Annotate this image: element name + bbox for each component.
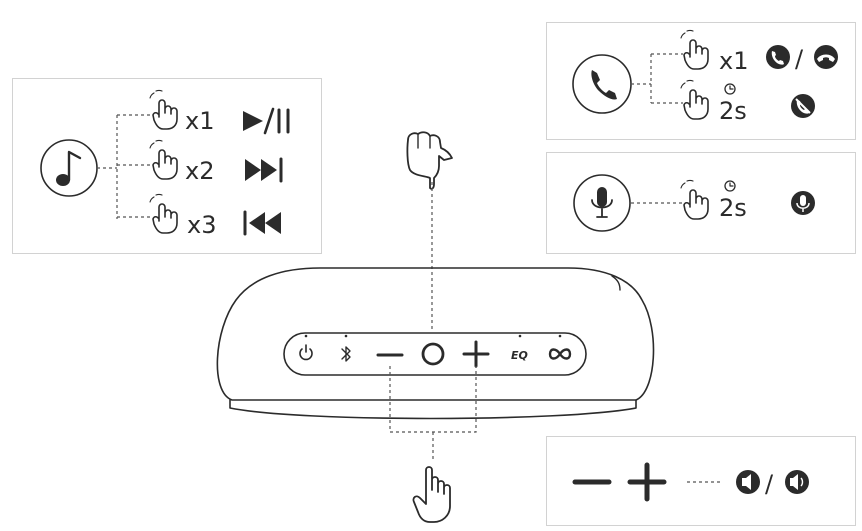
press-hand-icon	[407, 132, 452, 189]
speaker-base	[230, 400, 636, 419]
eq-button[interactable]: EQ	[511, 349, 528, 362]
press-hand-icon	[413, 467, 450, 522]
speaker-body	[217, 268, 653, 400]
power-button[interactable]	[300, 345, 312, 359]
bluetooth-button[interactable]	[342, 347, 350, 361]
speaker-button-panel	[284, 333, 586, 375]
link-button[interactable]	[550, 350, 570, 359]
volume-up-button[interactable]	[464, 342, 488, 366]
multifunction-button[interactable]	[423, 344, 443, 364]
